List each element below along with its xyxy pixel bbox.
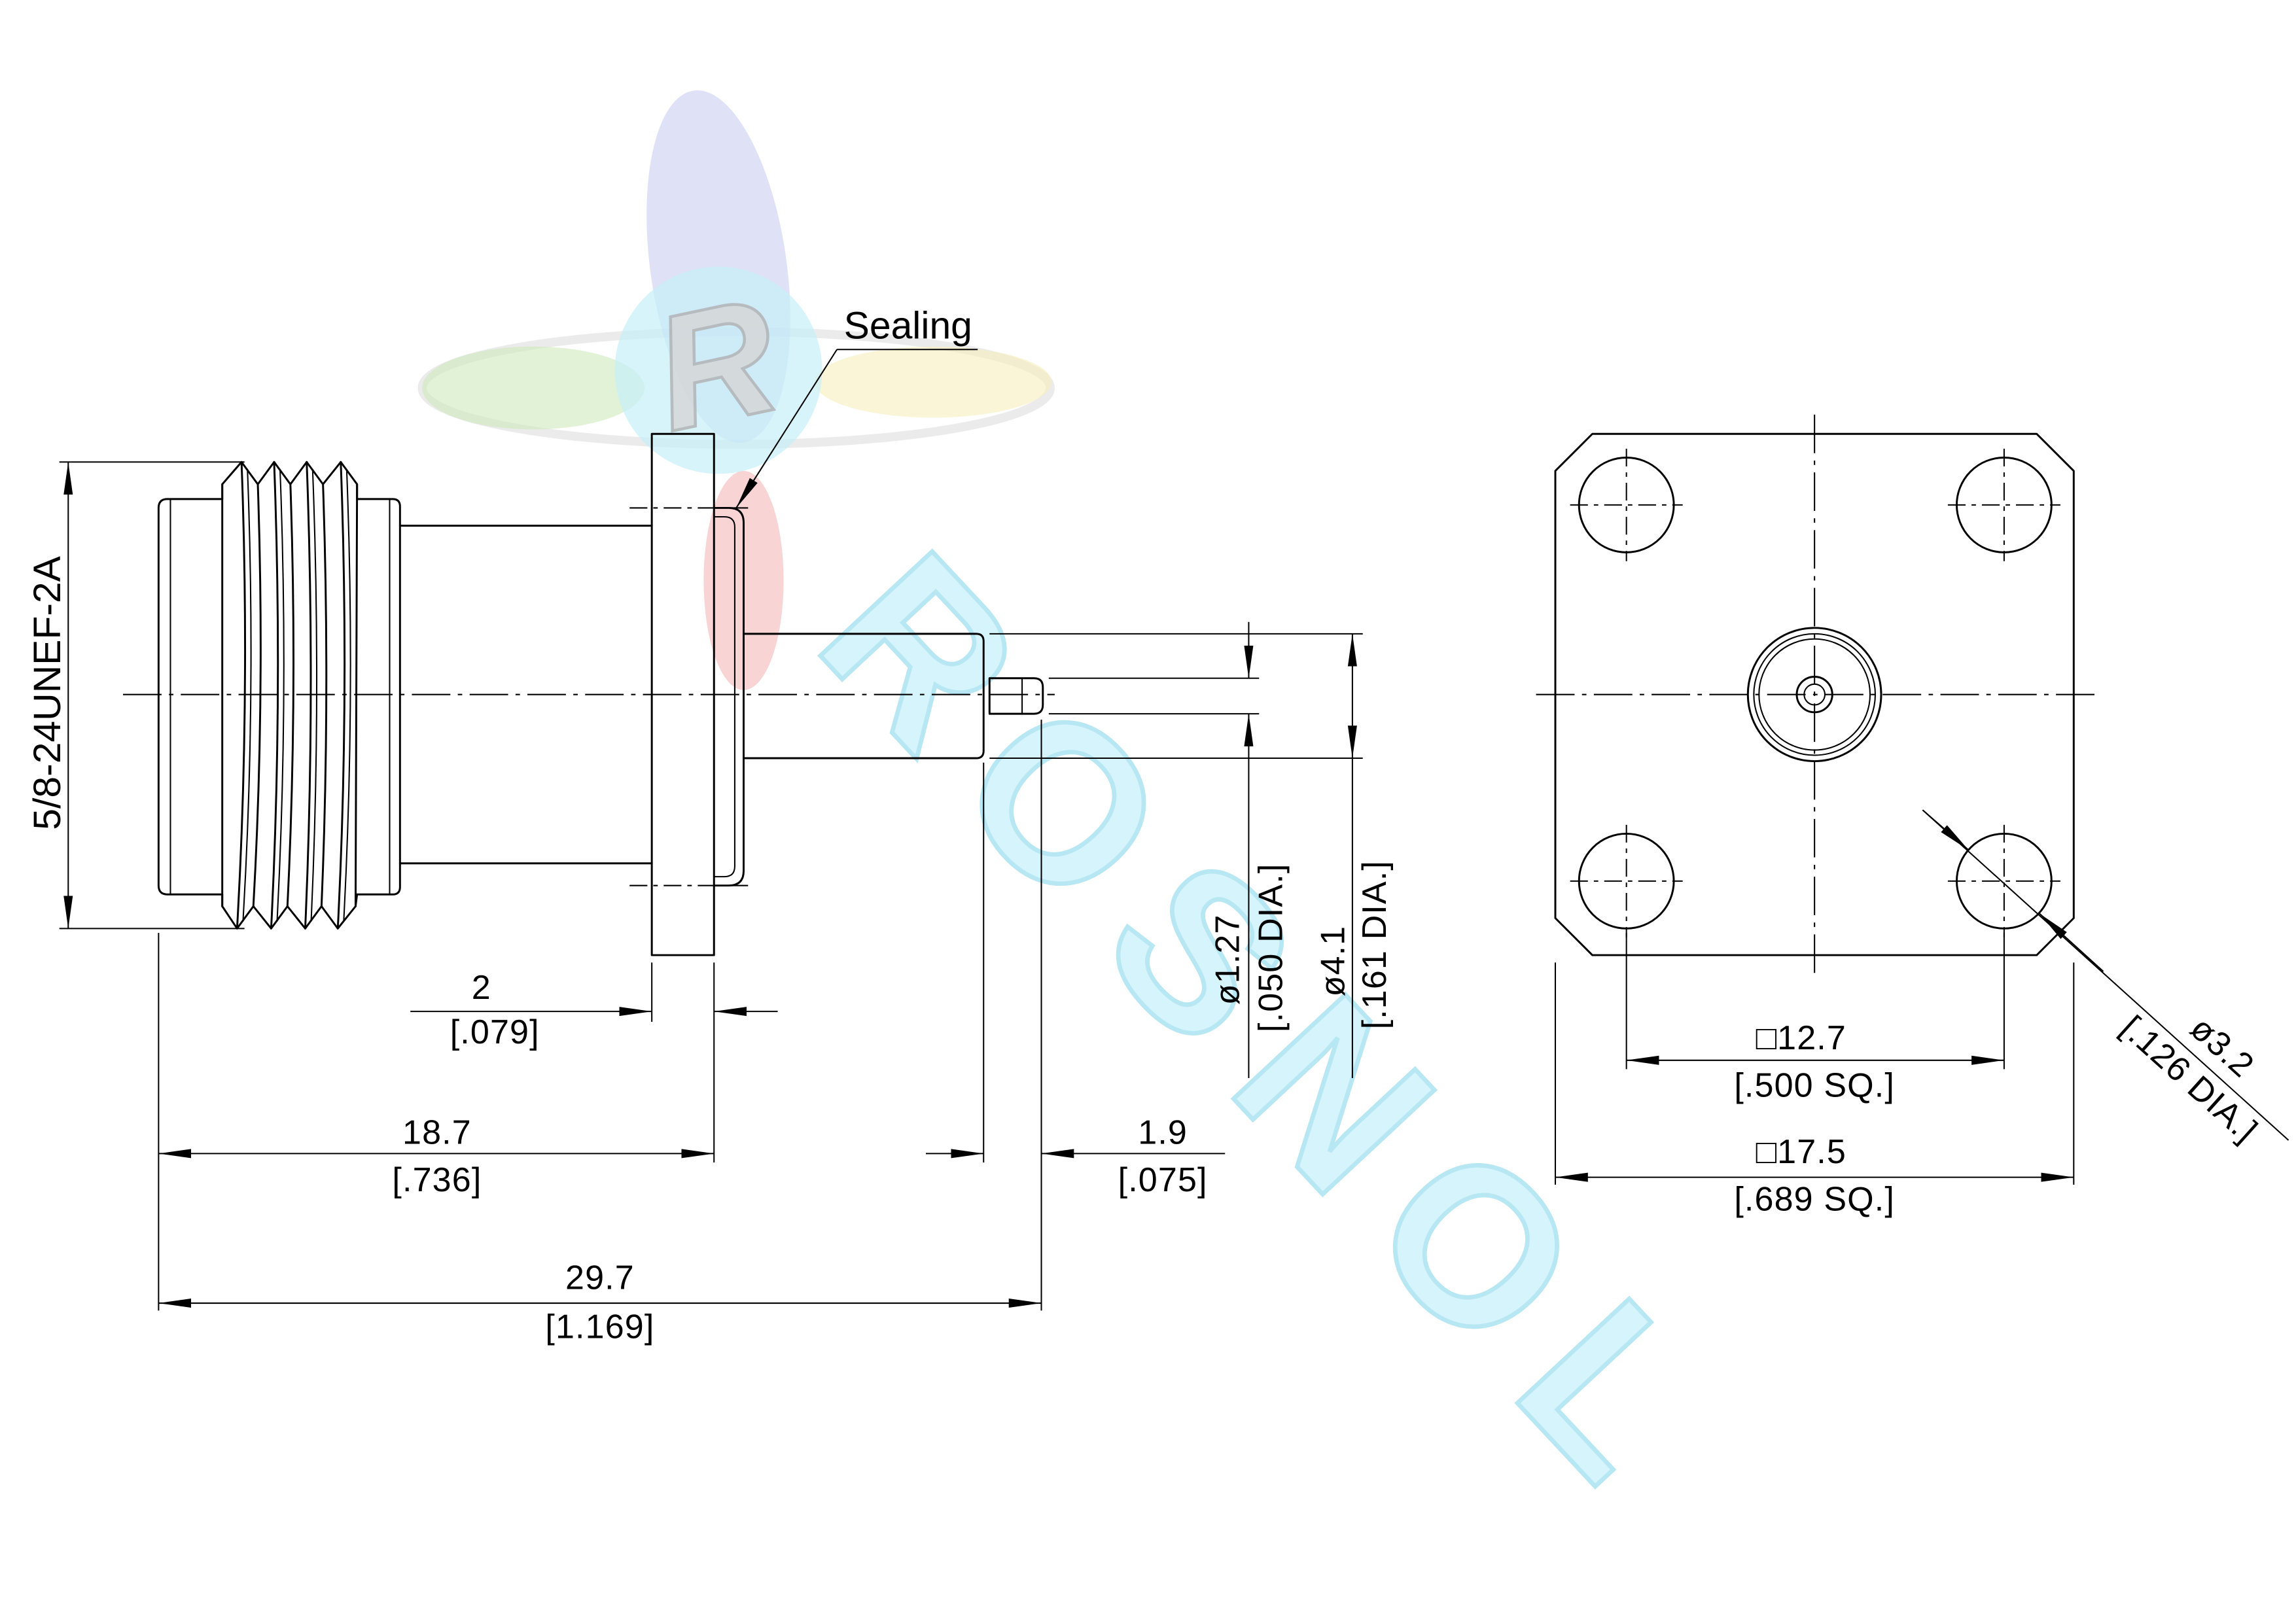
flange-thickness-metric: 2 (472, 969, 491, 1007)
thread-flank-line (276, 468, 285, 922)
insulator-outer-ring (1746, 627, 1882, 763)
mounting-flange (650, 432, 715, 956)
thread-edge-right (354, 483, 359, 907)
pin-diameter-dimension: ø1.27 [.050 DIA.] (1048, 621, 1290, 1078)
body-length-imperial: [.736] (392, 1161, 482, 1199)
insulator-ring (1753, 633, 1876, 756)
flange-size-dimension: □17.5 [.689 SQ.] (1554, 962, 2075, 1219)
contact-inner-circle (1803, 683, 1826, 706)
center-contact (1746, 627, 1882, 763)
dimension-arrow-outer (1922, 809, 1969, 851)
mounting-hole-bottom-right (1947, 824, 2060, 937)
center-pin (988, 677, 1044, 715)
square-flange (1554, 432, 2075, 956)
flange-size-metric: □17.5 (1756, 1133, 1846, 1171)
hole-centerline (1947, 824, 2060, 937)
hole-spacing-dimension: □12.7 [.500 SQ.] (1625, 933, 2005, 1104)
thread-root-line (320, 483, 328, 907)
thread-spec-text: 5/8-24UNEF-2A (26, 555, 69, 829)
rear-shoulder-outline (356, 498, 401, 896)
thread-crest-line (304, 461, 312, 930)
logo-petal-yellow (815, 346, 1052, 418)
sealing-bead (713, 506, 745, 887)
hole-centerline (1570, 448, 1683, 561)
hole-spacing-imperial: [.500 SQ.] (1734, 1066, 1895, 1104)
insulator-diameter-dimension: ø4.1 [.161 DIA.] (989, 633, 1394, 1078)
pin-extension-dimension: 1.9 [.075] (925, 762, 1226, 1199)
thread-section (221, 461, 359, 930)
pin-extension-metric: 1.9 (1138, 1114, 1188, 1152)
hole-spacing-metric: □12.7 (1756, 1019, 1846, 1057)
thread-root-line (252, 483, 262, 907)
flange-size-imperial: [.689 SQ.] (1734, 1181, 1895, 1219)
logo-circle (614, 266, 822, 474)
pin-diameter-imperial: [.050 DIA.] (1252, 864, 1290, 1032)
side-view: Sealing 5/8-24UNEF-2A 2 [.079] 18.7 [.73… (26, 305, 1394, 1346)
mounting-hole-top-right (1947, 448, 2060, 561)
logo-petal-green (422, 346, 645, 430)
body-length-dimension: 18.7 [.736] (158, 933, 715, 1311)
overall-length-imperial: [1.169] (545, 1308, 654, 1346)
sealing-label: Sealing (844, 305, 972, 347)
thread-crest-line (270, 461, 279, 930)
hole-centerline (1947, 448, 2060, 561)
mounting-hole-bottom-left (1570, 824, 1683, 937)
contact-outer-circle (1795, 676, 1833, 714)
thread-root-line (286, 483, 295, 907)
flange-thickness-dimension: 2 [.079] (410, 962, 778, 1162)
connector-body (398, 525, 653, 865)
sealing-callout: Sealing (735, 305, 978, 508)
body-length-metric: 18.7 (402, 1114, 472, 1152)
insulator-diameter-metric: ø4.1 (1314, 926, 1352, 997)
thread-flank-line (242, 468, 252, 922)
thread-flank-line (310, 468, 318, 922)
watermark-logo: R (417, 90, 1055, 690)
hole-centerline (1570, 824, 1683, 937)
thread-spec-dimension: 5/8-24UNEF-2A (26, 461, 245, 930)
thread-flank-line (343, 468, 351, 922)
overall-length-dimension: 29.7 [1.169] (158, 720, 1042, 1346)
overall-length-metric: 29.7 (565, 1259, 635, 1297)
sealing-bead-inner-line (713, 516, 735, 878)
thread-crest-line (236, 461, 247, 930)
mounting-hole-top-left (1570, 448, 1683, 561)
diameter-leader-line (1922, 809, 2289, 1141)
sealing-leader-arrow (735, 349, 838, 508)
rear-insulator (743, 633, 985, 759)
thread-crest-line (336, 461, 346, 930)
insulator-inner-ring (1758, 638, 1871, 751)
front-shoulder-outline (157, 498, 224, 896)
dimension-arrow-inner (2039, 913, 2104, 972)
flange-thickness-imperial: [.079] (450, 1013, 540, 1051)
pin-extension-imperial: [.075] (1118, 1161, 1208, 1199)
pin-diameter-metric: ø1.27 (1209, 914, 1247, 1005)
insulator-diameter-imperial: [.161 DIA.] (1356, 860, 1394, 1029)
